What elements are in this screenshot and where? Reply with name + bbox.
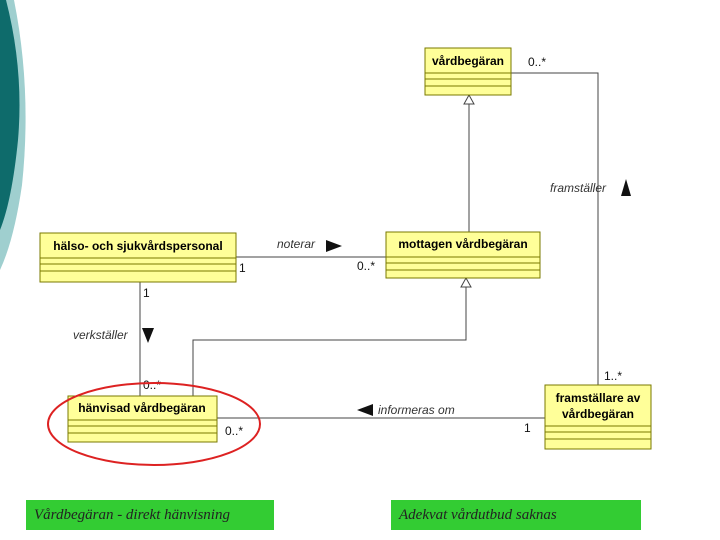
class-name: vårdbegäran [432,54,504,68]
direction-arrow-up-icon [621,179,631,196]
class-name-line1: framställare av [556,391,641,405]
caption-direct-referral: Vårdbegäran - direkt hänvisning [26,500,274,530]
class-mottagen-vardbegaran[interactable]: mottagen vårdbegäran [385,231,541,279]
multiplicity-vardbegaran: 0..* [528,55,546,69]
direction-arrow-down-icon [142,328,154,343]
class-halso-och-sjukvardspersonal[interactable]: hälso- och sjukvårdspersonal [39,232,237,283]
direction-arrow-right-icon [326,240,342,252]
multiplicity-framstallare-top: 1..* [604,369,622,383]
multiplicity-hanvisad-top: 0..* [143,378,161,392]
generalization-arrow-icon [460,276,472,288]
association-label-noterar: noterar [277,237,316,251]
line-hanvisad-to-mottagen [192,287,467,396]
line-framstaller [511,72,599,385]
association-label-framstaller: framställer [550,181,607,195]
association-label-informeras-om: informeras om [378,403,455,417]
class-vardbegaran[interactable]: vårdbegäran [424,47,512,96]
class-hanvisad-vardbegaran[interactable]: hänvisad vårdbegäran [67,395,218,443]
class-name-line2: vårdbegäran [562,407,634,421]
class-name: hänvisad vårdbegäran [78,401,205,415]
multiplicity-personal-bottom: 1 [143,286,150,300]
class-name: mottagen vårdbegäran [398,237,527,251]
association-label-verkstaller: verkställer [73,328,129,342]
class-name: hälso- och sjukvårdspersonal [53,239,222,253]
generalization-arrow-icon [463,93,475,105]
multiplicity-framstallare-left: 1 [524,421,531,435]
multiplicity-personal-right: 1 [239,261,246,275]
caption-adequate-care-missing: Adekvat vårdutbud saknas [391,500,641,530]
multiplicity-hanvisad-right: 0..* [225,424,243,438]
decorative-edge-shape [0,0,26,270]
class-framstallare-av-vardbegaran[interactable]: framställare av vårdbegäran [544,384,652,450]
multiplicity-mottagen-left: 0..* [357,259,375,273]
highlight-ellipse [47,382,261,466]
direction-arrow-left-icon [357,404,373,416]
association-lines [139,72,599,419]
